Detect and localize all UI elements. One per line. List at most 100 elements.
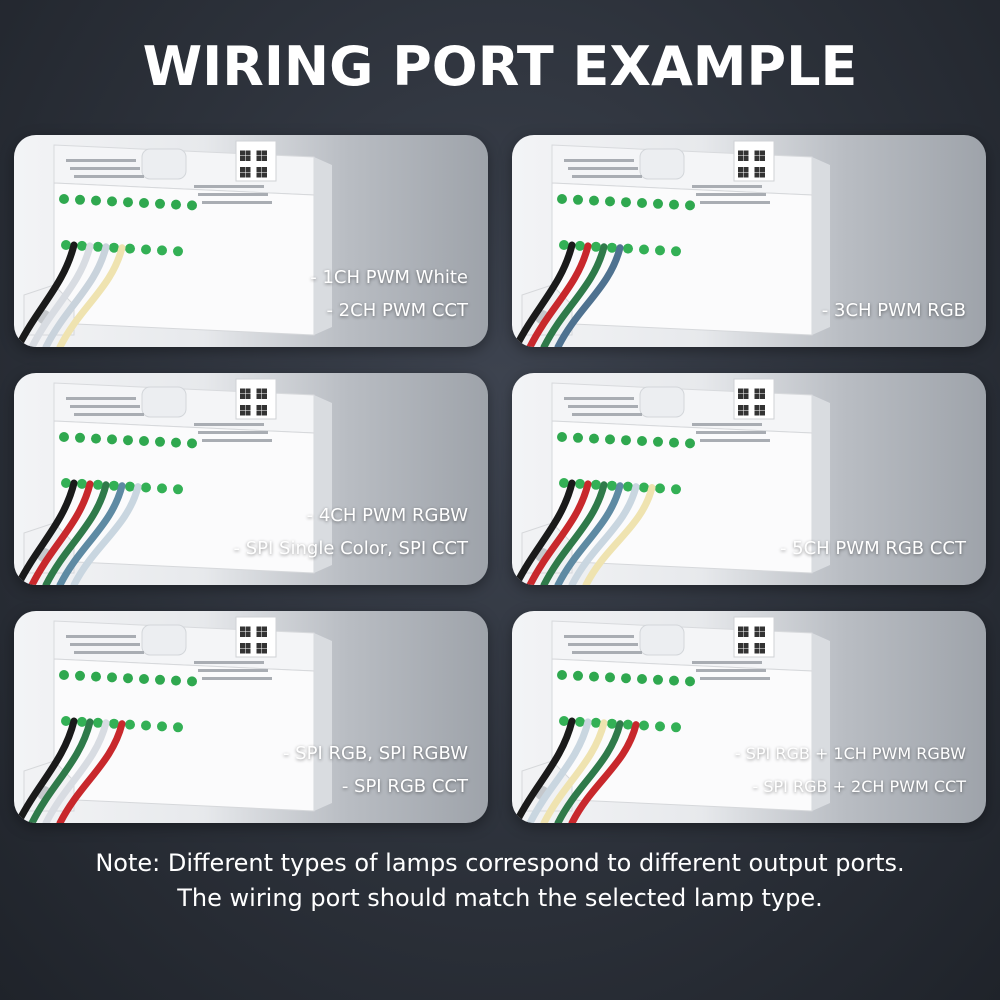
qr-cell [245, 405, 251, 410]
qr-cell [754, 405, 760, 410]
wire [56, 482, 126, 585]
terminal-bottom [93, 241, 103, 252]
controller-side [314, 395, 332, 573]
qr-cell [245, 648, 251, 654]
terminal-top [107, 196, 117, 207]
terminal-top [685, 200, 695, 211]
spec-text-bar [74, 175, 144, 178]
terminal-bottom [141, 244, 151, 255]
qr-cell [240, 643, 245, 648]
controller-side [314, 157, 332, 335]
qr-cell [262, 626, 267, 632]
qr-cell [240, 410, 245, 416]
qr-cell [262, 648, 267, 654]
spec-text-bar [198, 431, 268, 434]
terminal-top [155, 198, 165, 209]
terminal-top [91, 671, 101, 682]
spec-text-bar [696, 193, 766, 196]
qr-cell [738, 626, 743, 632]
qr-cell [256, 405, 262, 410]
qr-cell [256, 388, 262, 394]
panel-label: - 4CH PWM RGBW [306, 505, 468, 526]
qr-cell [256, 150, 262, 156]
qr-cell [245, 156, 251, 161]
controller-image [14, 378, 332, 585]
qr-cell [760, 405, 765, 410]
terminal-top [155, 436, 165, 447]
page-title: WIRING PORT EXAMPLE [142, 35, 858, 98]
terminal-top [573, 670, 583, 681]
spec-text-bar [700, 201, 770, 204]
qr-cell [738, 410, 743, 416]
terminal-top [605, 672, 615, 683]
terminal-bottom [559, 716, 569, 726]
terminal-top [91, 195, 101, 206]
qr-code-icon [733, 616, 775, 658]
qr-cell [240, 172, 245, 178]
panel-label: - 5CH PWM RGB CCT [779, 538, 966, 559]
panel-label: - SPI RGB, SPI RGBW [282, 743, 468, 764]
qr-cell [262, 150, 267, 156]
qr-cell [245, 394, 251, 399]
controller-image [512, 616, 830, 823]
spec-text-bar [692, 661, 762, 664]
terminal-top [589, 195, 599, 206]
terminal-top [605, 434, 615, 445]
terminal-bottom [623, 719, 633, 730]
qr-cell [262, 172, 267, 178]
terminal-top [557, 194, 567, 204]
qr-cell [738, 643, 743, 648]
terminal-top [589, 433, 599, 444]
terminal-bottom [61, 716, 71, 726]
wire [56, 244, 126, 347]
wire [14, 479, 78, 585]
qr-cell [754, 626, 760, 632]
terminal-bottom [607, 718, 617, 729]
qr-cell [743, 410, 749, 416]
terminal-bottom [639, 720, 649, 731]
spec-text-bar [202, 201, 272, 204]
terminal-top [685, 676, 695, 687]
qr-cell [760, 648, 765, 654]
qr-cell [240, 167, 245, 172]
terminal-bottom [125, 243, 135, 254]
qr-cell [738, 167, 743, 172]
terminal-bottom [125, 481, 135, 492]
wire [526, 242, 592, 347]
qr-cell [245, 632, 251, 637]
terminal-top [75, 194, 85, 205]
qr-cell [738, 648, 743, 654]
terminal-top [59, 670, 69, 680]
terminal-bottom [671, 722, 681, 733]
terminal-top [107, 434, 117, 445]
qr-cell [760, 156, 765, 161]
terminal-top [123, 197, 133, 208]
qr-cell [738, 172, 743, 178]
spec-text-bar [70, 167, 140, 170]
spec-text-bar [568, 167, 638, 170]
controller-side [812, 395, 830, 573]
terminal-bottom [61, 240, 71, 250]
qr-cell [743, 167, 749, 172]
terminal-top [669, 675, 679, 686]
wire [512, 717, 576, 823]
terminal-top [139, 436, 149, 446]
terminal-top [187, 676, 197, 687]
spec-text-bar [700, 677, 770, 680]
spec-text-bar [198, 669, 268, 672]
qr-cell [738, 388, 743, 394]
terminal-top [669, 199, 679, 210]
qr-cell [262, 156, 267, 161]
qr-cell [245, 150, 251, 156]
terminal-top [621, 197, 631, 208]
spec-text-bar [700, 439, 770, 442]
qr-cell [262, 632, 267, 637]
qr-cell [245, 167, 251, 172]
wire [512, 479, 576, 585]
qr-cell [245, 388, 251, 394]
terminal-top [637, 198, 647, 208]
qr-cell [256, 394, 262, 399]
terminal-bottom [173, 484, 183, 495]
spec-text-bar [70, 405, 140, 408]
qr-cell [245, 643, 251, 648]
